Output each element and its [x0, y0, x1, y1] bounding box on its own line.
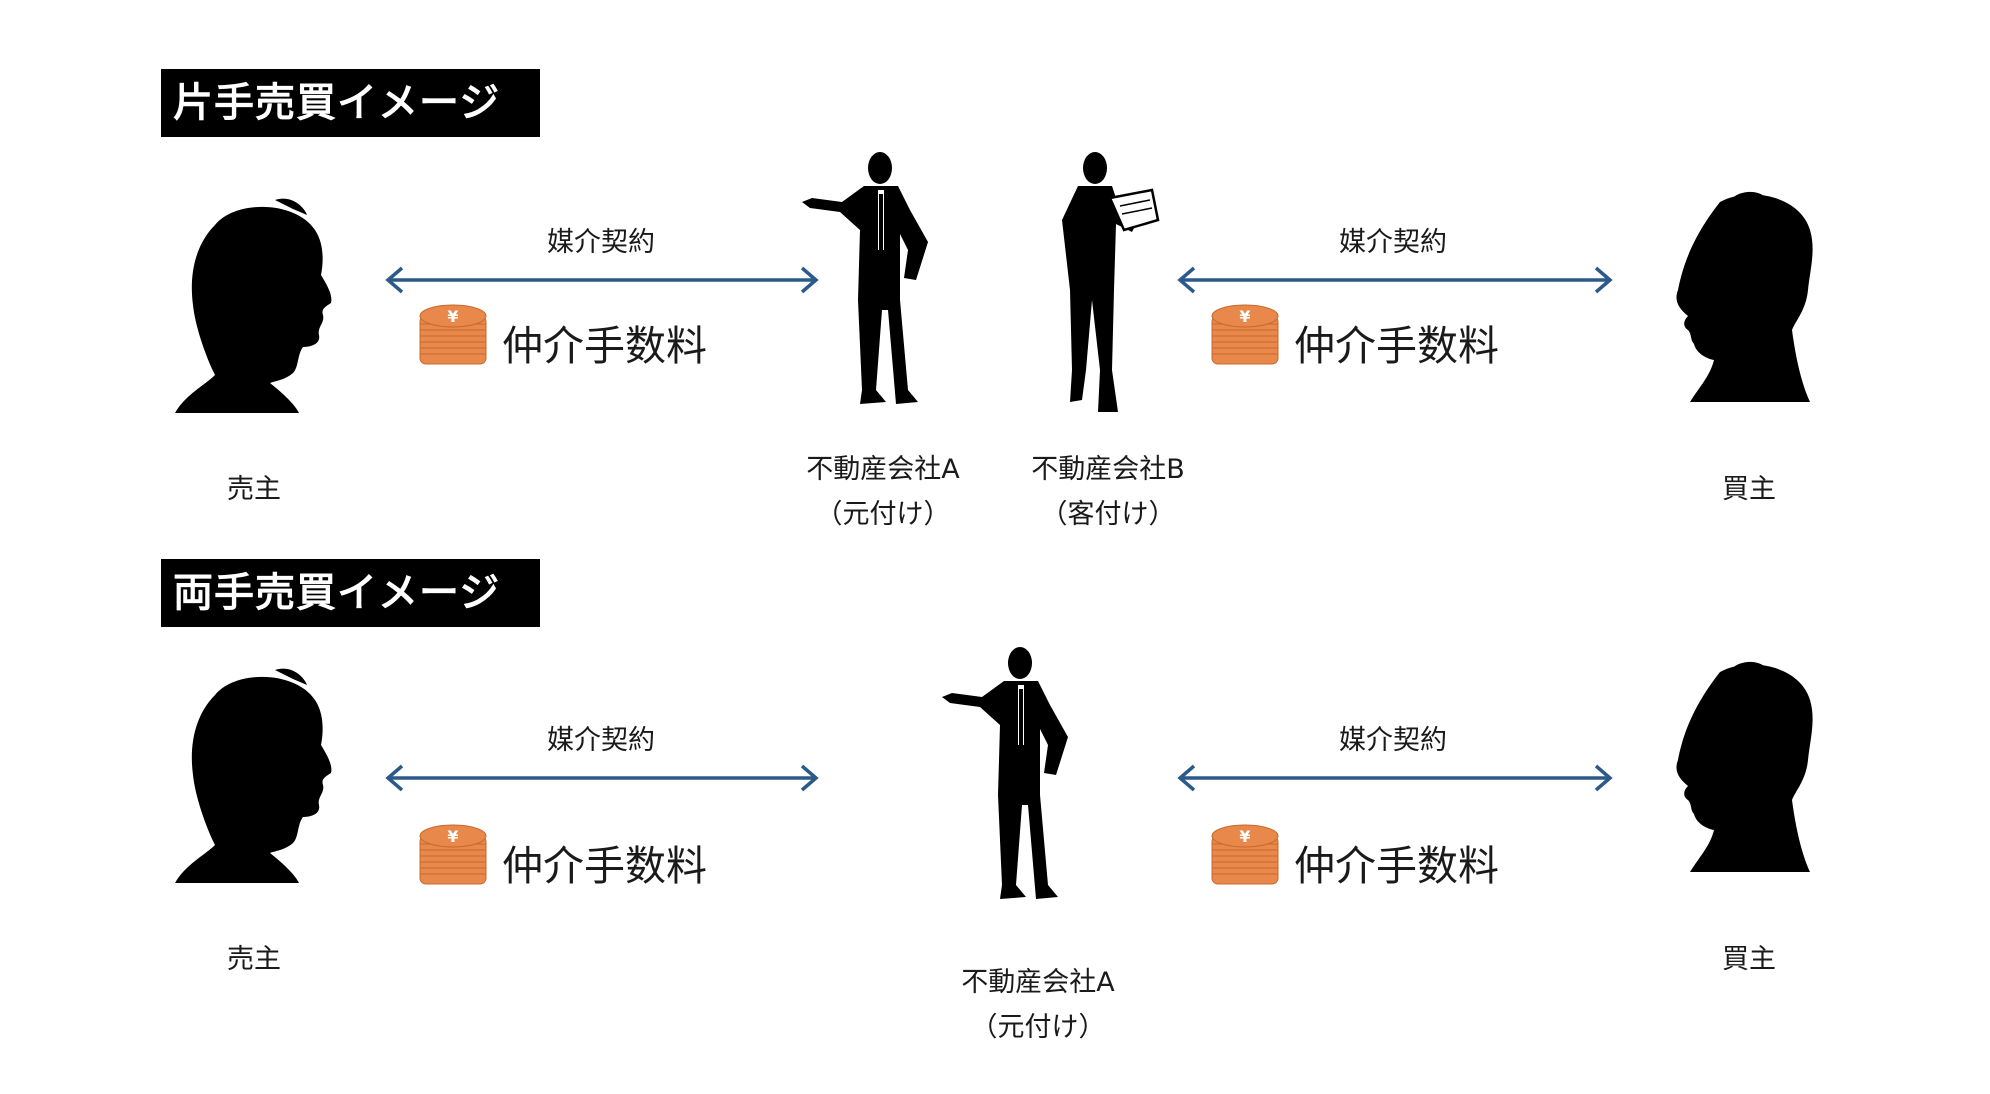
agent-a-role: （元付け） [815, 499, 951, 530]
left-contract-label-2: 媒介契約 [547, 725, 655, 756]
businessman-pointing-icon [802, 152, 928, 404]
male-head-silhouette-icon [175, 668, 332, 883]
svg-text:¥: ¥ [1239, 827, 1250, 846]
svg-text:¥: ¥ [447, 307, 458, 326]
female-head-silhouette-icon [1676, 661, 1813, 872]
right-fee-label: 仲介手数料 [1294, 322, 1499, 370]
left-contract-arrow-2 [385, 764, 819, 792]
seller-label: 売主 [227, 474, 281, 505]
agent-b-role: （客付け） [1040, 499, 1176, 530]
buyer-label: 買主 [1722, 474, 1776, 505]
agent-a-name: 不動産会社A [806, 454, 960, 485]
yen-coin-stack-icon: ¥ [1211, 304, 1279, 365]
seller-label-2: 売主 [227, 944, 281, 975]
businessman-clipboard-icon [1062, 152, 1160, 412]
businessman-pointing-icon [942, 647, 1068, 899]
buyer-label-2: 買主 [1722, 944, 1776, 975]
section-title-one-sided: 片手売買イメージ [161, 69, 540, 137]
right-contract-label-2: 媒介契約 [1339, 725, 1447, 756]
right-contract-label: 媒介契約 [1339, 227, 1447, 258]
right-contract-arrow [1177, 266, 1613, 294]
section-title-two-sided: 両手売買イメージ [161, 559, 540, 627]
left-fee-label-2: 仲介手数料 [502, 842, 707, 890]
agent-a-name-2: 不動産会社A [961, 967, 1115, 998]
right-contract-arrow-2 [1177, 764, 1613, 792]
left-contract-arrow [385, 266, 819, 294]
svg-text:¥: ¥ [1239, 307, 1250, 326]
agent-a-role-2: （元付け） [970, 1012, 1106, 1043]
male-head-silhouette-icon [175, 198, 332, 413]
yen-coin-stack-icon: ¥ [419, 304, 487, 365]
agent-b-name: 不動産会社B [1031, 454, 1185, 485]
yen-coin-stack-icon: ¥ [419, 824, 487, 885]
right-fee-label-2: 仲介手数料 [1294, 842, 1499, 890]
female-head-silhouette-icon [1676, 191, 1813, 402]
left-fee-label: 仲介手数料 [502, 322, 707, 370]
yen-coin-stack-icon: ¥ [1211, 824, 1279, 885]
svg-text:¥: ¥ [447, 827, 458, 846]
left-contract-label: 媒介契約 [547, 227, 655, 258]
